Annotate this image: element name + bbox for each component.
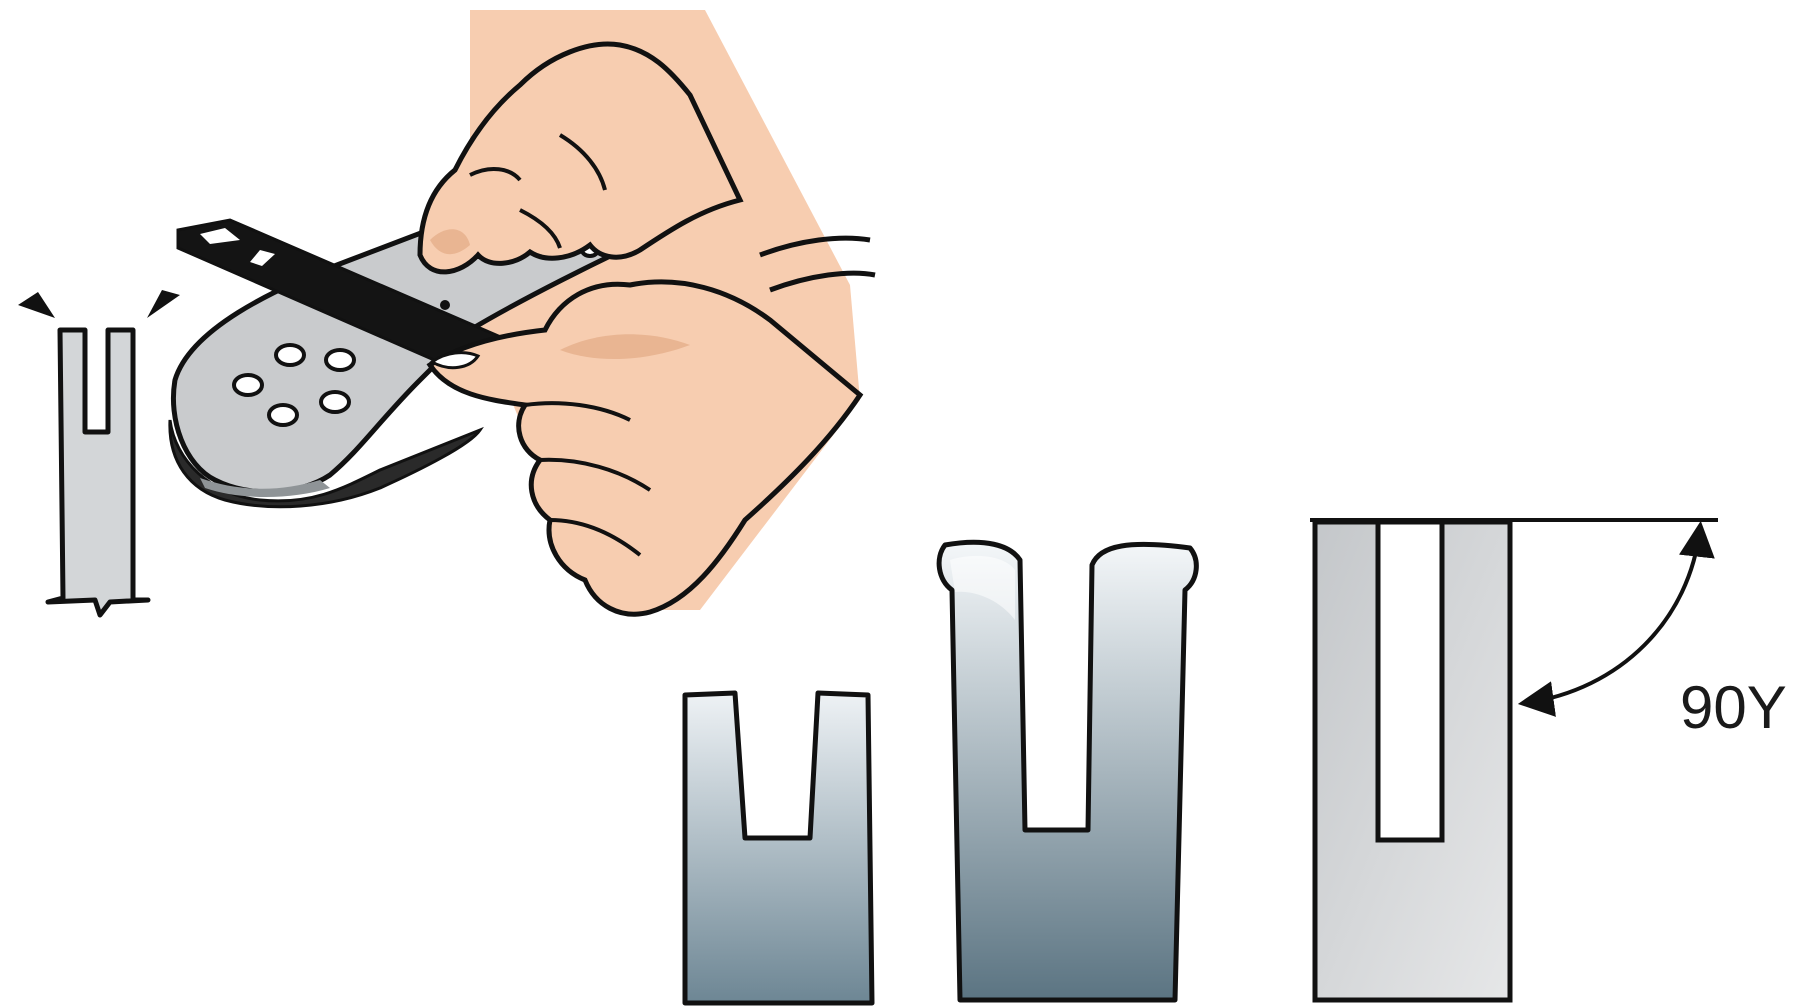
upper-hand-crease-1 <box>469 167 522 182</box>
rail-square: 90Υ <box>1310 518 1787 1003</box>
rail-burred <box>936 539 1199 1003</box>
lower-hand-finger-1 <box>524 401 631 422</box>
wrist-line-2 <box>769 270 876 293</box>
guide-bar-edge <box>168 419 484 509</box>
spread-rail-shape <box>45 327 151 618</box>
lower-thumb-nail <box>429 351 481 370</box>
burr-arrow-left-icon <box>18 292 55 318</box>
lower-hand-finger-2 <box>539 457 652 492</box>
worn-rail-profile <box>18 290 180 618</box>
filing-illustration <box>168 10 876 617</box>
rail-worn-uneven <box>682 690 875 1006</box>
lower-hand-icon <box>426 279 864 617</box>
narrow-rail-shape <box>682 690 875 1006</box>
lower-hand-shadow <box>560 334 690 360</box>
angle-label: 90Υ <box>1680 674 1787 741</box>
file-highlight-2 <box>250 250 275 266</box>
upper-hand-crease-2 <box>558 133 607 191</box>
guide-bar-rim <box>200 478 330 497</box>
square-rail-groove <box>1375 519 1445 843</box>
burred-rail-shape <box>936 539 1199 1003</box>
burr-arrow-right-icon <box>147 290 180 318</box>
upper-hand-crease-3 <box>519 208 562 249</box>
upper-hand-icon <box>417 41 744 275</box>
lower-hand-finger-3 <box>549 518 642 557</box>
wrist-line-1 <box>759 235 871 258</box>
angle-arc-icon <box>1517 520 1715 717</box>
file-highlight <box>200 228 240 244</box>
bar-rivet <box>440 300 450 310</box>
burr-highlight <box>950 555 1015 620</box>
upper-thumb-shadow <box>430 229 470 255</box>
